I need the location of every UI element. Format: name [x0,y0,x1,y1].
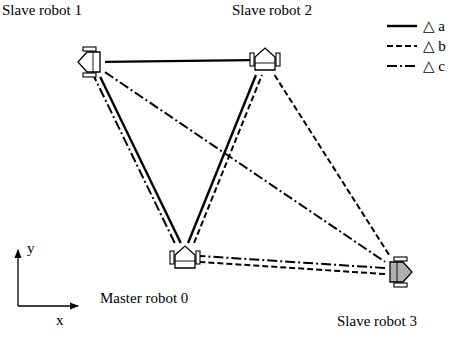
legend-text: △ c [423,58,445,74]
robot-icon [248,43,282,77]
robot-icon [383,255,417,289]
formation-link [200,256,385,268]
robot-node: Slave robot 3 [383,255,417,289]
formation-link [275,75,391,257]
robot-label: Slave robot 1 [2,2,82,19]
formation-link [105,72,385,262]
legend-line-sample [385,18,419,34]
legend-line-sample [385,58,419,74]
x-axis-arrow [18,305,78,306]
robot-node: Master robot 0 [168,241,202,275]
robot-icon [168,241,202,275]
legend-line-sample [385,38,419,54]
formation-link [188,75,256,243]
robot-node: Slave robot 2 [248,43,282,77]
legend-text: △ b [423,38,446,54]
robot-label: Slave robot 3 [337,313,417,330]
legend-item: △ c [385,58,407,74]
legend-text: △ a [423,18,445,34]
formation-link [100,77,180,243]
formation-link [94,77,174,243]
formation-link [194,75,262,243]
robot-label: Slave robot 2 [232,2,312,19]
legend-item: △ b [385,38,408,54]
axis-label: x [56,312,64,329]
axis-label: y [27,240,35,257]
formation-link [200,262,385,274]
legend-item: △ a [385,18,407,34]
robot-icon [73,45,107,79]
formation-link [105,60,250,62]
robot-label: Master robot 0 [100,290,188,307]
y-axis-arrow [17,250,18,306]
robot-node: Slave robot 1 [73,45,107,79]
